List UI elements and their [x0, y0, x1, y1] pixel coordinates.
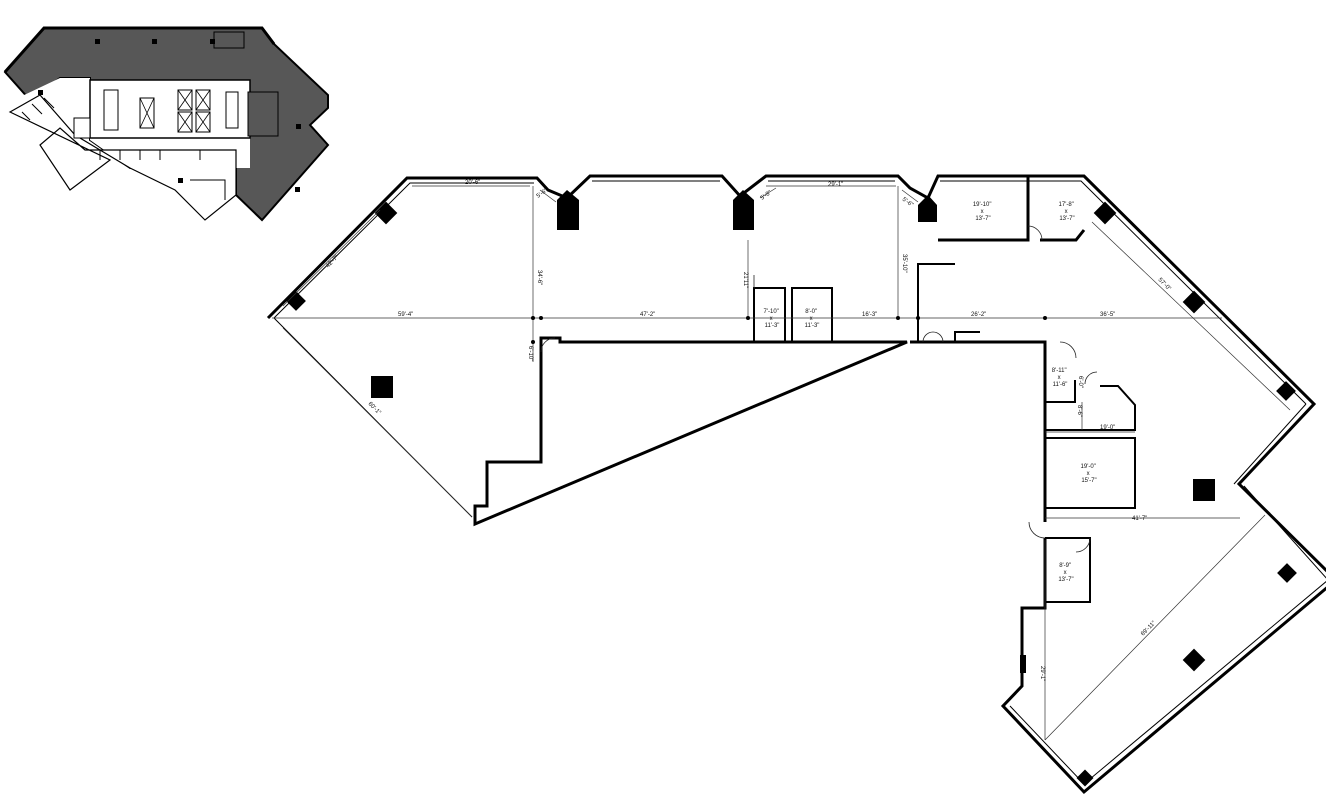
dimension-label: 29'-1" [1039, 666, 1045, 681]
dimension-label: 41'-7" [1132, 516, 1147, 522]
dimension-label: 21'11" [742, 272, 748, 288]
dimension-label: 5'-8" [760, 190, 773, 202]
main-floor-plan [266, 174, 1326, 795]
dimension-label: 35'-10" [901, 254, 907, 273]
dimension-label: 34'-6" [536, 270, 542, 285]
room-size-label: 19'-0" x 15'-7" [1081, 464, 1098, 484]
dimension-label: 6'-10" [527, 346, 533, 361]
dimension-label: 16'-3" [862, 312, 877, 318]
dimension-label: 59'-4" [398, 312, 413, 318]
room-size-label: 8'-9" x 13'-7" [1058, 563, 1073, 583]
room-size-label: 17'-8" x 13'-7" [1059, 202, 1076, 222]
room-size-label: 7'-10" x 11'-3" [764, 309, 781, 329]
room-size-label: 8'-0" x 11'-3" [805, 309, 820, 329]
dimension-label: 36'-5" [1100, 312, 1115, 318]
dimension-label: 5'-6" [536, 188, 549, 200]
room-size-label: 19'-10" x 13'-7" [973, 202, 993, 222]
dimension-label: 8'-6" [1076, 405, 1082, 417]
dimension-label: 47'-2" [640, 312, 655, 318]
dimension-label: 69'-11" [1140, 620, 1157, 637]
dimension-label: 29'-1" [828, 182, 843, 188]
dimension-label: 5'-6" [901, 197, 914, 209]
room-size-label: 8'-11" x 11'-6" [1052, 368, 1069, 388]
dimension-label: 19'-0" [1100, 425, 1115, 431]
dimension-label: 57'-0" [1157, 277, 1172, 292]
dimension-label: 26'-2" [971, 312, 986, 318]
room-labels: 19'-10" x 13'-7" 17'-8" x 13'-7" 7'-10" … [764, 202, 1098, 583]
dimension-label: 20'-6" [465, 180, 480, 186]
key-plan [3, 26, 330, 222]
dimension-label: 6'-0" [1077, 376, 1083, 388]
